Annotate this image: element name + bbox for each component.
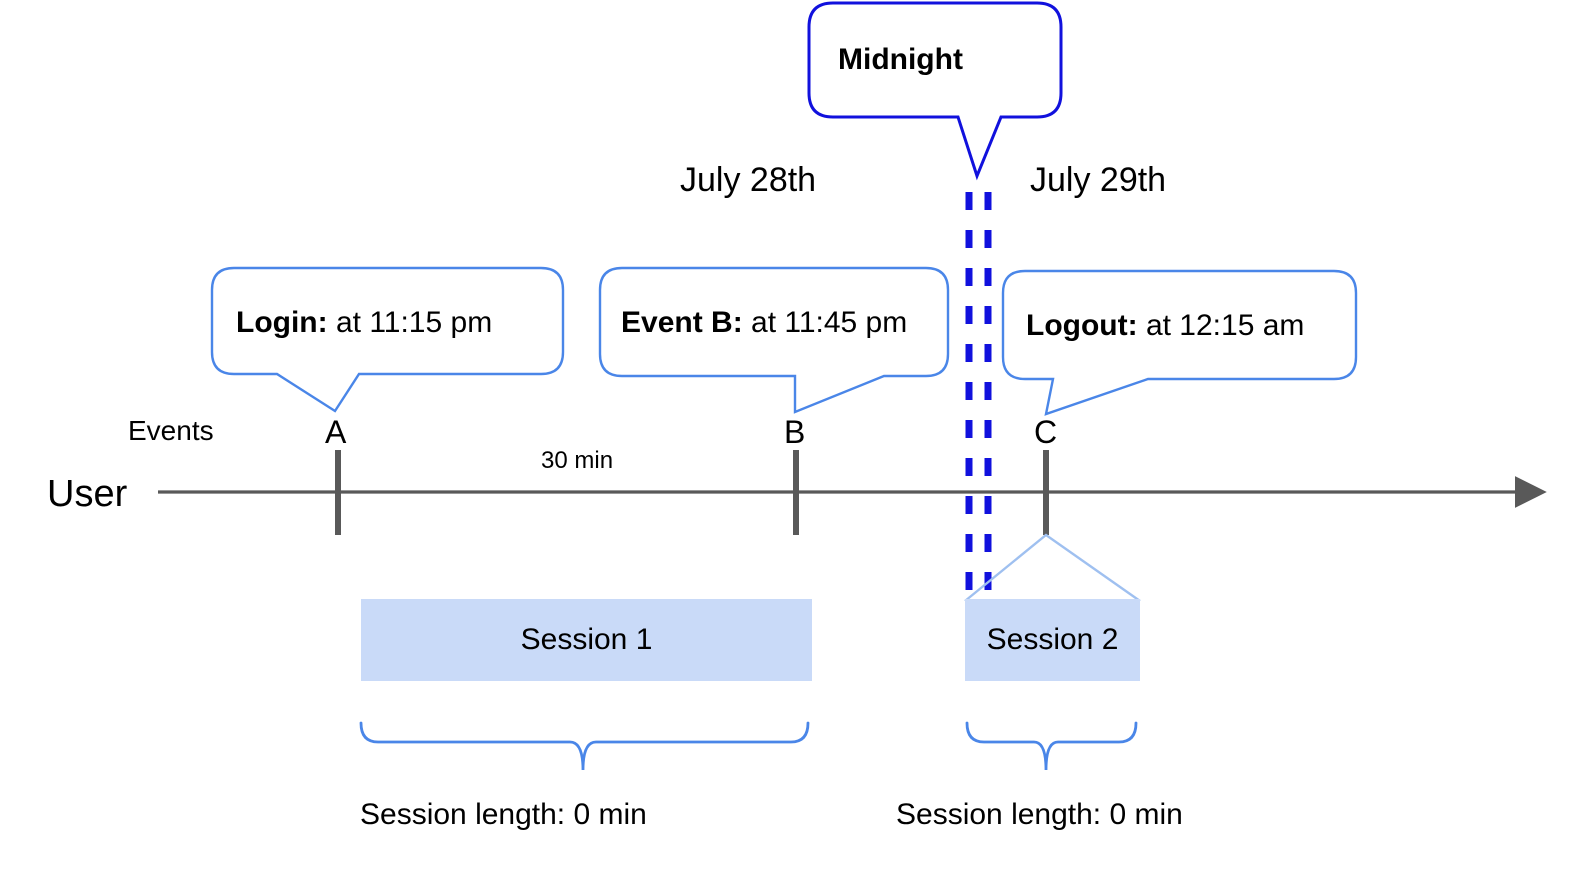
event-b-callout-rest: at 11:45 pm	[742, 306, 908, 339]
session-2-length-label: Session length: 0 min	[896, 798, 1183, 831]
login-callout-bold: Login:	[236, 306, 328, 339]
interval-label-30min: 30 min	[541, 447, 614, 474]
event-marker-letter-b: B	[784, 414, 806, 450]
axis-row-label-user: User	[47, 473, 128, 515]
axis-label-events: Events	[128, 415, 214, 446]
session-2-label: Session 2	[986, 623, 1119, 656]
logout-callout-text: Logout: at 12:15 am	[1026, 311, 1304, 341]
logout-callout-shape	[1001, 269, 1358, 416]
midnight-divider-lines	[965, 192, 992, 610]
event-b-callout-shape	[598, 266, 950, 414]
session-1-block[interactable]: Session 1	[361, 599, 812, 681]
midnight-callout-shape	[807, 1, 1063, 181]
session-1-length-label: Session length: 0 min	[360, 798, 647, 831]
session-2-brace	[965, 721, 1138, 771]
event-b-callout-bold: Event B:	[621, 306, 743, 339]
login-callout-shape	[210, 266, 565, 413]
midnight-label: Midnight	[838, 43, 963, 76]
event-b-callout-text: Event B: at 11:45 pm	[621, 308, 907, 338]
session-2-block[interactable]: Session 2	[965, 599, 1140, 681]
login-callout-text: Login: at 11:15 pm	[236, 308, 492, 338]
session-1-brace	[359, 721, 810, 771]
logout-callout-rest: at 12:15 am	[1137, 309, 1305, 342]
event-marker-letter-c: C	[1034, 414, 1058, 450]
session-1-label: Session 1	[520, 623, 653, 656]
session-2-connector	[964, 533, 1141, 602]
login-callout-rest: at 11:15 pm	[327, 306, 493, 339]
event-tick-marks	[335, 450, 1049, 535]
date-label-july-29: July 29th	[1030, 161, 1167, 199]
event-marker-letter-a: A	[325, 414, 347, 450]
logout-callout-bold: Logout:	[1026, 309, 1138, 342]
date-label-july-28: July 28th	[680, 161, 817, 199]
